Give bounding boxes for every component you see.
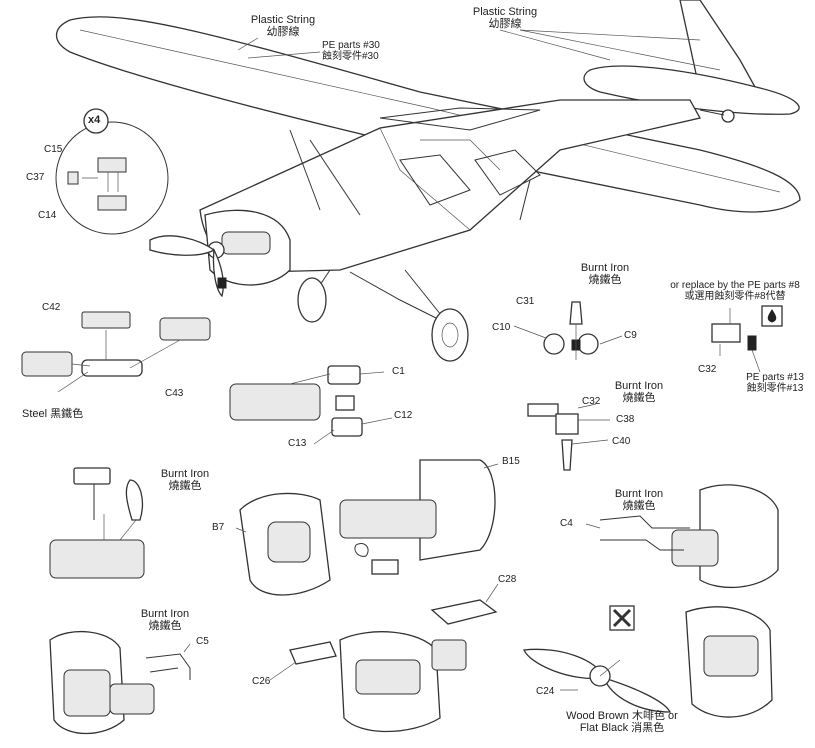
label-c14: C14 <box>38 210 57 221</box>
aircraft-drawing <box>55 0 801 362</box>
label-b15: B15 <box>502 456 520 467</box>
label-pe8: or replace by the PE parts #8 或選用蝕刻零件#8代… <box>670 280 800 302</box>
label-c40: C40 <box>612 436 631 447</box>
label-burnt-iron-5: Burnt Iron 燒鐵色 <box>140 608 190 632</box>
label-c4: C4 <box>560 518 573 529</box>
label-b7: B7 <box>212 522 225 533</box>
label-plastic-string-1: Plastic String 幼膠線 <box>250 14 316 38</box>
label-c9: C9 <box>624 330 637 341</box>
label-c32-b: C32 <box>582 396 601 407</box>
label-c15: C15 <box>44 144 63 155</box>
detail-x4-circle <box>55 108 169 235</box>
label-pe13: PE parts #13 蝕刻零件#13 <box>746 372 804 394</box>
label-burnt-iron-3: Burnt Iron 燒鐵色 <box>614 380 664 404</box>
label-c42: C42 <box>42 302 61 313</box>
cowling-right-lower <box>685 606 773 718</box>
label-pe30: PE parts #30 蝕刻零件#30 <box>322 40 380 62</box>
crossed-tool-icon <box>609 605 635 631</box>
label-c31: C31 <box>516 296 535 307</box>
label-c37: C37 <box>26 172 45 183</box>
label-plastic-string-2: Plastic String 幼膠線 <box>472 6 538 30</box>
label-burnt-iron-2: Burnt Iron 燒鐵色 <box>580 262 630 286</box>
engine-assembly-steel <box>49 467 145 579</box>
cylinders-c1-c13 <box>229 365 393 445</box>
label-c24: C24 <box>536 686 555 697</box>
label-c43: C43 <box>165 388 184 399</box>
label-propeller-paint: Wood Brown 木啡色 or Flat Black 消黑色 <box>566 710 678 734</box>
propeller-c24 <box>523 648 672 713</box>
pe-parts-8 <box>711 305 783 373</box>
cowling-b15-b7 <box>235 459 499 596</box>
prop-hub-c31 <box>513 301 623 360</box>
cowling-c26-c28 <box>269 583 499 733</box>
label-c38: C38 <box>616 414 635 425</box>
engine-assembly-c42 <box>21 311 211 393</box>
label-c10: C10 <box>492 322 511 333</box>
label-c26: C26 <box>252 676 271 687</box>
label-burnt-iron-4: Burnt Iron 燒鐵色 <box>614 488 664 512</box>
label-x4: x4 <box>88 114 101 126</box>
label-c5: C5 <box>196 636 209 647</box>
label-c1: C1 <box>392 366 405 377</box>
label-c12: C12 <box>394 410 413 421</box>
exhaust-c32 <box>527 403 610 471</box>
cowling-c5 <box>49 630 191 735</box>
label-c28: C28 <box>498 574 517 585</box>
label-c13: C13 <box>288 438 307 449</box>
label-burnt-iron-1: Burnt Iron 燒鐵色 <box>160 468 210 492</box>
cowling-c4 <box>585 484 779 589</box>
label-c32-a: C32 <box>698 364 717 375</box>
label-steel: Steel 黑鐵色 <box>22 408 84 420</box>
